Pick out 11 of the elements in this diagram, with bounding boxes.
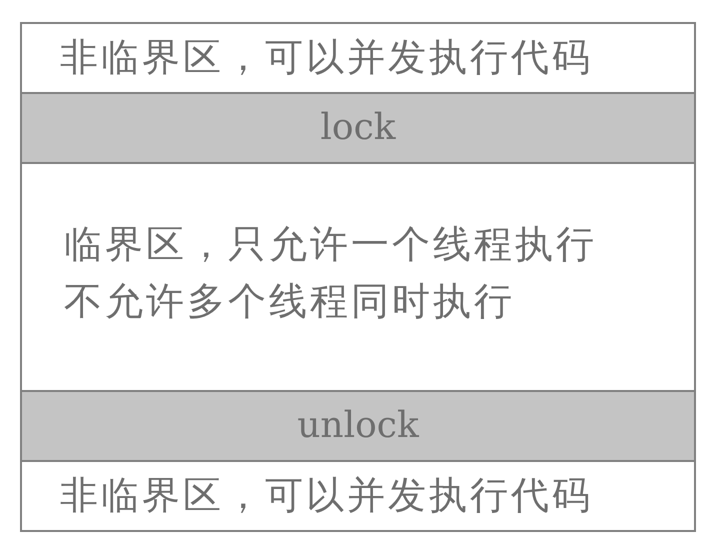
description-text: 非临界区，可以并发执行代码 [60, 472, 593, 520]
shaded-band [20, 390, 696, 462]
description-text: 临界区，只允许一个线程执行 [64, 220, 597, 268]
section-band [20, 460, 696, 532]
keyword-label: lock [320, 106, 396, 150]
shaded-band [20, 92, 696, 164]
section-band [20, 162, 696, 392]
description-text: 非临界区，可以并发执行代码 [60, 34, 593, 82]
section-band [20, 22, 696, 94]
description-text: 不允许多个线程同时执行 [64, 278, 515, 325]
keyword-label: unlock [297, 404, 419, 448]
